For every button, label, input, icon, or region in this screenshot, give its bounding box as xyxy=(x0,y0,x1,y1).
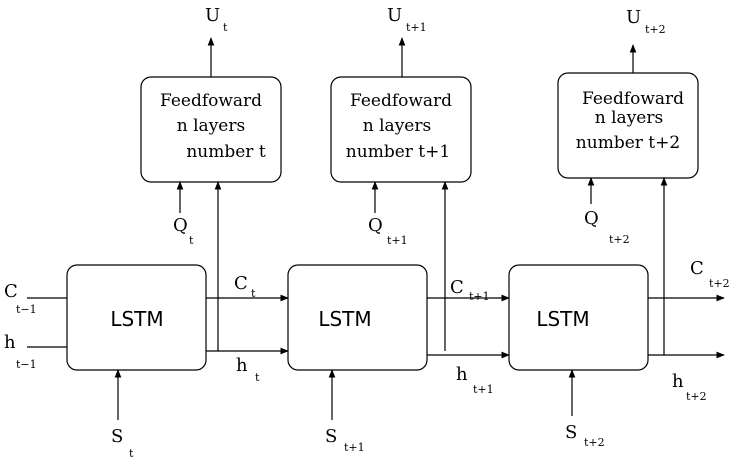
feedforward-line-3-3: number t+2 xyxy=(576,133,680,153)
q-label-2: Q xyxy=(368,215,383,236)
h-label-2: h xyxy=(456,364,468,385)
feedforward-line-1-3: number t xyxy=(186,142,265,162)
u-sub-2: t+1 xyxy=(406,21,427,34)
lstm-box-3 xyxy=(508,264,649,371)
h-sub-3: t+2 xyxy=(686,390,707,403)
cell-3: LSTM Feedfoward n layers number t+2 U t+… xyxy=(508,7,699,449)
s-label-3: S xyxy=(565,422,577,443)
q-label-1: Q xyxy=(173,215,188,236)
s-sub-3: t+2 xyxy=(584,436,605,449)
feedforward-line-2-2: n layers xyxy=(363,116,431,136)
s-label-2: S xyxy=(325,426,337,447)
q-sub-1: t xyxy=(189,234,194,247)
h-sub-1: t xyxy=(255,371,260,384)
h-sub-2: t+1 xyxy=(473,383,494,396)
feedforward-line-2-1: Feedfoward xyxy=(350,91,452,111)
c-sub-2: t+1 xyxy=(469,290,490,303)
u-label-2: U xyxy=(387,5,402,26)
u-sub-3: t+2 xyxy=(645,23,666,36)
c-label-3: C xyxy=(690,258,704,279)
q-sub-2: t+1 xyxy=(387,234,408,247)
u-label-3: U xyxy=(626,7,641,28)
cell-1: LSTM Feedfoward n layers number t U t Q … xyxy=(66,5,282,459)
cell-2: LSTM Feedfoward n layers number t+1 U t+… xyxy=(287,5,472,454)
c-label-2: C xyxy=(450,277,464,298)
feedforward-box-3 xyxy=(557,72,699,179)
h-prev-sub: t−1 xyxy=(16,358,37,371)
c-label-1: C xyxy=(234,273,248,294)
lstm-label-1: LSTM xyxy=(110,307,163,331)
u-label-1: U xyxy=(205,5,220,26)
feedforward-line-3-2: n layers xyxy=(595,108,663,128)
feedforward-line-1-1: Feedfoward xyxy=(160,91,262,111)
c-prev-sub: t−1 xyxy=(16,303,37,316)
s-sub-1: t xyxy=(129,447,134,459)
h-prev-label: h xyxy=(4,332,16,353)
feedforward-line-2-3: number t+1 xyxy=(346,142,450,162)
s-sub-2: t+1 xyxy=(344,441,365,454)
u-sub-1: t xyxy=(223,21,228,34)
h-label-3: h xyxy=(672,371,684,392)
feedforward-box-2 xyxy=(330,76,472,183)
lstm-box-1 xyxy=(66,264,207,371)
q-sub-3: t+2 xyxy=(609,233,630,246)
c-prev-label: C xyxy=(4,281,18,302)
c-sub-1: t xyxy=(251,287,256,300)
lstm-label-2: LSTM xyxy=(318,307,371,331)
lstm-box-2 xyxy=(287,264,428,371)
c-sub-3: t+2 xyxy=(709,277,730,290)
feedforward-line-1-2: n layers xyxy=(177,116,245,136)
q-label-3: Q xyxy=(584,208,599,229)
s-label-1: S xyxy=(111,426,123,447)
feedforward-line-3-1: Feedfoward xyxy=(582,89,684,109)
h-label-1: h xyxy=(236,355,248,376)
lstm-label-3: LSTM xyxy=(536,307,589,331)
